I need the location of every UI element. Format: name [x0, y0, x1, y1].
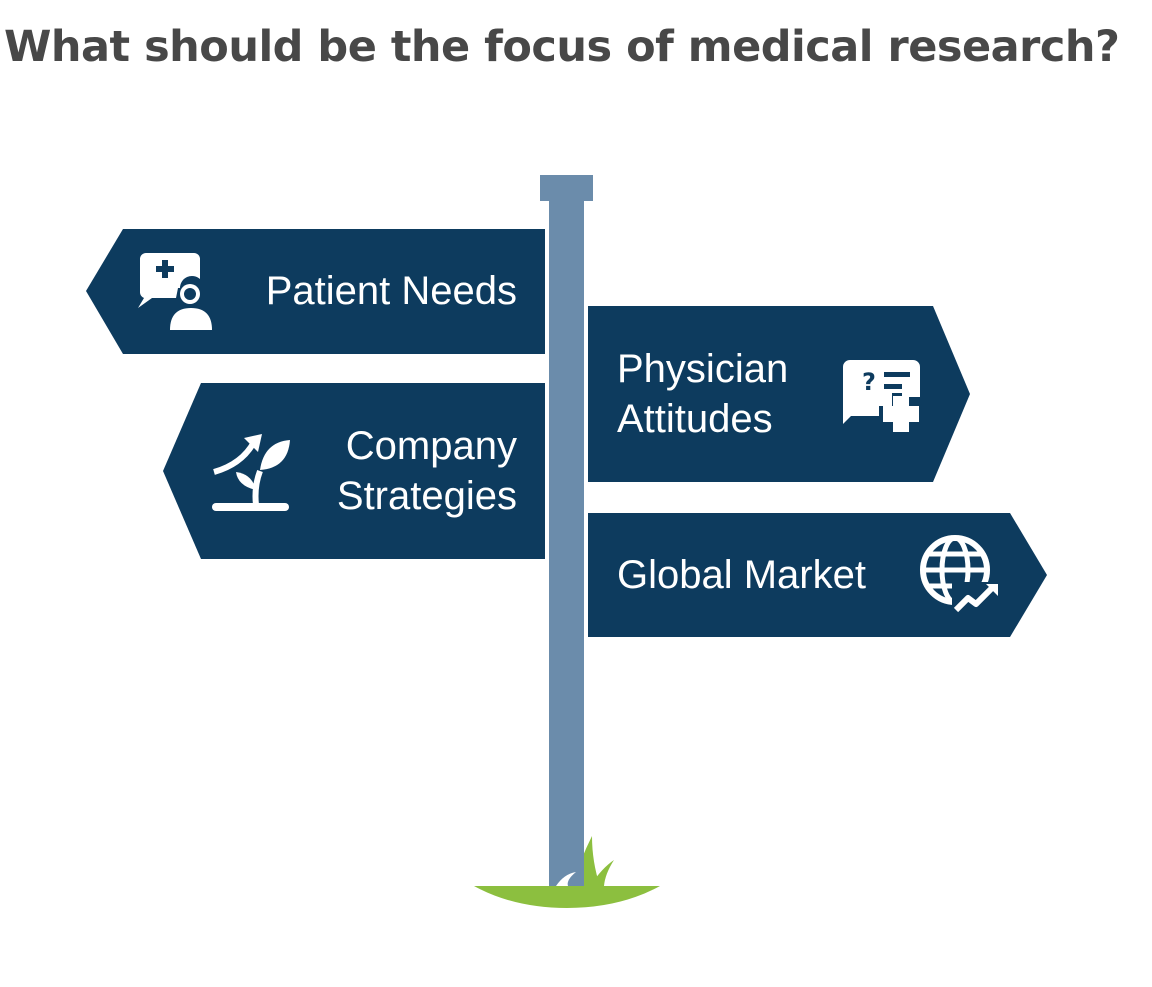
sign-label-line: Attitudes: [617, 397, 773, 441]
page-title: What should be the focus of medical rese…: [4, 22, 1120, 72]
sign-label-line: Patient Needs: [265, 269, 517, 313]
sign-label-line: Global Market: [617, 553, 866, 597]
global-market-icon: [920, 535, 1000, 613]
sign-label-physician-attitudes: Physician Attitudes: [617, 344, 837, 444]
medical-question-icon: ?: [843, 360, 920, 432]
svg-text:?: ?: [862, 368, 876, 396]
sign-company-strategies: [163, 383, 545, 559]
signpost-pole: [549, 200, 584, 886]
sign-label-line: Company: [345, 424, 517, 468]
sign-label-company-strategies: Company Strategies: [300, 421, 517, 521]
sign-label-line: Strategies: [336, 474, 517, 518]
growth-plant-icon: [212, 434, 290, 511]
patient-medical-icon: [138, 253, 212, 330]
sign-label-patient-needs: Patient Needs: [225, 266, 517, 316]
sign-label-line: Physician: [617, 347, 789, 391]
sign-physician-attitudes: [588, 306, 970, 482]
sign-label-global-market: Global Market: [617, 550, 907, 600]
signpost-cap: [540, 175, 593, 201]
